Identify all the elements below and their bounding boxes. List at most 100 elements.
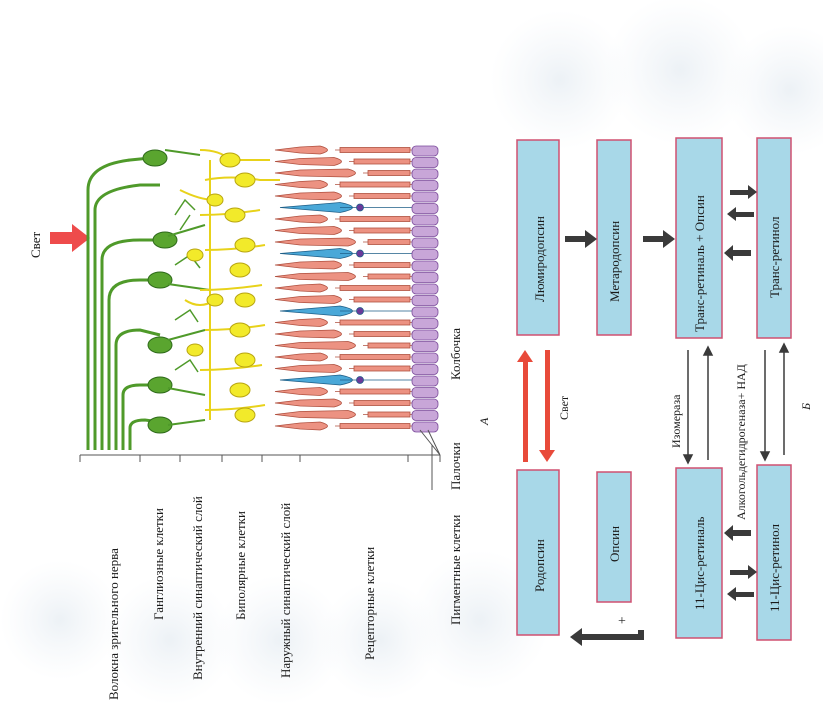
pigment-cell	[411, 387, 439, 398]
rod-outer-segment	[339, 354, 411, 360]
pigment-cell	[411, 203, 439, 214]
rod-outer-segment	[339, 388, 411, 395]
rod-outer-segment	[339, 319, 411, 326]
rod-outer-segment	[353, 158, 411, 165]
pigment-cell	[411, 352, 439, 364]
rod-outer-segment	[367, 170, 411, 176]
panel-a-retina: Свет	[28, 145, 491, 700]
label-receptor: Рецепторные клетки	[362, 547, 377, 660]
pigment-cell	[411, 249, 439, 260]
pigment-cell	[411, 226, 439, 237]
pigment-cell	[411, 329, 439, 341]
pigment-cell	[411, 157, 439, 168]
cone-cells	[279, 202, 415, 386]
pigment-cell	[411, 180, 439, 191]
panel-a-letter: А	[477, 417, 491, 426]
svg-text:11-Цис-ретинол: 11-Цис-ретинол	[767, 524, 782, 612]
pigment-cell	[411, 260, 439, 272]
ganglion-cells	[142, 149, 211, 434]
pigment-cell	[411, 375, 439, 387]
box-trans-retinal-opsin: Транс-ретиналь + Опсин	[675, 137, 723, 339]
pigment-cell	[411, 364, 439, 375]
layer-bracket	[79, 429, 441, 490]
pigment-cell	[411, 421, 439, 433]
panel-b-letter: Б	[799, 403, 813, 411]
light-label-b: Свет	[557, 395, 571, 420]
pigment-cell	[411, 398, 439, 410]
box-cis-retinol: 11-Цис-ретинол	[756, 464, 792, 641]
dehydrogenase-label: Алкогольдегидрогеназа+ НАД	[734, 364, 748, 520]
box-trans-retinol: Транс-ретинол	[756, 137, 792, 339]
svg-text:Люмиродопсин: Люмиродопсин	[532, 216, 547, 302]
pigment-cell	[411, 272, 439, 283]
light-label: Свет	[28, 231, 43, 258]
rod-outer-segment	[353, 262, 411, 268]
box-lumirhodopsin: Люмиродопсин	[516, 139, 560, 336]
bipolar-cells	[186, 152, 256, 423]
svg-text:Метародопсин: Метародопсин	[607, 221, 622, 302]
cone-cell	[279, 374, 415, 386]
light-reaction-arrows	[517, 350, 555, 462]
pigment-cell	[411, 214, 439, 226]
cone-nucleus	[356, 249, 364, 258]
svg-text:Родопсин: Родопсин	[532, 539, 547, 592]
rod-outer-segment	[367, 411, 411, 418]
label-optic-nerve: Волокна зрительного нерва	[106, 548, 121, 700]
box-opsin: Опсин	[596, 471, 632, 603]
cone-cell	[279, 248, 415, 259]
rod-outer-segment	[353, 400, 411, 406]
svg-text:Опсин: Опсин	[607, 526, 622, 562]
cone-cell	[279, 305, 415, 317]
pigment-cell	[411, 168, 439, 180]
rod-outer-segment	[367, 273, 411, 280]
optic-nerve-fibers	[86, 156, 161, 450]
pigment-cell	[411, 295, 439, 306]
box-cis-retinal: 11-Цис-ретиналь	[675, 467, 723, 639]
svg-text:Транс-ретиналь + Опсин: Транс-ретиналь + Опсин	[692, 195, 707, 332]
svg-text:11-Цис-ретиналь: 11-Цис-ретиналь	[692, 516, 707, 610]
rod-outer-segment	[339, 285, 411, 291]
label-pigment: Пигментные клетки	[448, 515, 463, 625]
rod-outer-segment	[339, 147, 411, 153]
label-outer-synaptic: Наружный синаптический слой	[278, 503, 293, 678]
label-ganglion: Ганглиозные клетки	[151, 508, 166, 620]
dehydrogenase-arrows	[759, 342, 790, 462]
panel-b-cycle: Родопсин Люмиродопсин Метародопсин Опсин…	[516, 137, 813, 646]
box-rhodopsin: Родопсин	[516, 469, 560, 636]
pigment-cell	[411, 237, 439, 249]
rod-outer-segment	[339, 423, 411, 429]
bipolar-network	[179, 149, 280, 420]
pigment-cell	[411, 341, 439, 352]
process-arrows	[565, 185, 757, 646]
svg-text:Транс-ретинол: Транс-ретинол	[767, 216, 782, 298]
plus-sign: +	[618, 614, 626, 629]
pigment-cells	[411, 145, 439, 433]
isomerase-arrows	[682, 345, 714, 465]
ganglion-dendrites	[174, 198, 201, 373]
label-bipolar: Биполярные клетки	[233, 511, 248, 620]
cone-cell	[279, 202, 415, 213]
cone-nucleus	[356, 376, 364, 384]
label-cone: Колбочка	[448, 328, 463, 380]
pigment-cell	[411, 306, 439, 318]
rod-outer-segment	[367, 239, 411, 245]
rod-cells	[274, 145, 412, 431]
rod-outer-segment	[339, 216, 411, 222]
cone-nucleus	[356, 307, 364, 315]
rod-outer-segment	[339, 181, 411, 188]
cone-nucleus	[356, 203, 364, 212]
label-rods: Палочки	[448, 442, 463, 490]
rod-outer-segment	[353, 331, 411, 337]
pigment-cell	[411, 145, 439, 157]
pigment-cell	[411, 191, 439, 203]
rod-outer-segment	[353, 296, 411, 303]
rod-outer-segment	[353, 365, 411, 372]
label-inner-synaptic: Внутренний синаптический слой	[190, 496, 205, 680]
pigment-cell	[411, 318, 439, 329]
rod-outer-segment	[367, 342, 411, 349]
rod-outer-segment	[353, 193, 411, 199]
pigment-cell	[411, 283, 439, 295]
rod-outer-segment	[353, 227, 411, 234]
